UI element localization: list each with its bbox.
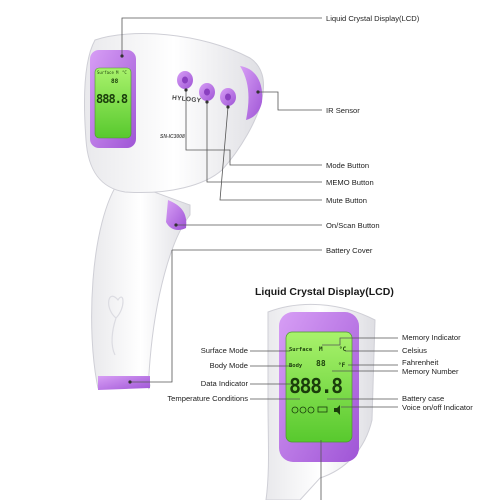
heart-engraving xyxy=(108,295,124,356)
label-fahrenheit: Fahrenheit xyxy=(402,358,439,367)
label-surface-mode: Surface Mode xyxy=(200,346,248,355)
ir-sensor-tip xyxy=(240,66,263,120)
detail-leader-lines xyxy=(250,337,398,500)
trigger-button xyxy=(166,200,187,230)
small-lcd-reading: 888.8 xyxy=(96,92,128,106)
detail-lcd-screen xyxy=(285,331,353,443)
label-data-indicator: Data Indicator xyxy=(200,379,248,388)
label-celsius: Celsius xyxy=(402,346,427,355)
lcd-screen xyxy=(94,67,132,139)
speaker-icon xyxy=(334,405,340,415)
large-lcd-celsius: °C xyxy=(339,346,347,353)
small-lcd-mode-label: Surface xyxy=(97,70,114,75)
neutral-face-icon xyxy=(299,406,307,414)
large-lcd-content: Surface M °C Body 88 °F 888.8 xyxy=(286,332,352,442)
mute-button-center xyxy=(225,93,231,101)
small-lcd-memory-indicator: M xyxy=(116,70,119,75)
callout-onscan-button: On/Scan Button xyxy=(326,221,380,230)
smiley-icon xyxy=(291,406,299,414)
label-memory-indicator: Memory Indicator xyxy=(402,333,461,342)
sad-face-icon xyxy=(307,406,315,414)
large-lcd-memory-indicator: M xyxy=(319,346,323,353)
model-text: SN-IC3008 xyxy=(160,134,185,140)
label-battery-case: Battery case xyxy=(402,394,445,403)
thermometer-main xyxy=(84,33,264,390)
label-voice-toggle: Voice on/off Indicator xyxy=(402,403,473,412)
top-leader-dots xyxy=(120,54,260,384)
memo-button-center xyxy=(204,88,210,96)
detail-title: Liquid Crystal Display(LCD) xyxy=(255,286,394,298)
battery-cover-base xyxy=(98,376,150,390)
callout-battery-cover: Battery Cover xyxy=(326,246,373,255)
mode-button-center xyxy=(182,76,188,84)
large-lcd-body: Body xyxy=(289,363,303,369)
callout-memo-button: MEMO Button xyxy=(326,178,374,187)
callout-mute-button: Mute Button xyxy=(326,196,367,205)
callout-mode-button: Mode Button xyxy=(326,161,370,170)
top-leader-lines xyxy=(121,17,322,383)
battery-icon xyxy=(317,406,328,413)
lcd-detail-device xyxy=(265,304,376,500)
small-lcd-celsius: °C xyxy=(122,70,127,75)
small-lcd-memory-number: 88 xyxy=(111,78,119,85)
small-lcd-content: Surface M °C 88 888.8 xyxy=(95,68,131,138)
label-temperature-conditions: Temperature Conditions xyxy=(167,394,248,403)
callout-ir-sensor: IR Sensor xyxy=(326,106,360,115)
large-lcd-reading: 888.8 xyxy=(289,374,343,398)
large-lcd-memory-number: 88 xyxy=(316,359,326,368)
label-body-mode: Body Mode xyxy=(209,361,248,370)
large-lcd-surface: Surface xyxy=(289,347,313,353)
callout-lcd: Liquid Crystal Display(LCD) xyxy=(326,14,420,23)
large-lcd-fahrenheit: °F xyxy=(338,362,346,369)
label-memory-number: Memory Number xyxy=(402,367,459,376)
